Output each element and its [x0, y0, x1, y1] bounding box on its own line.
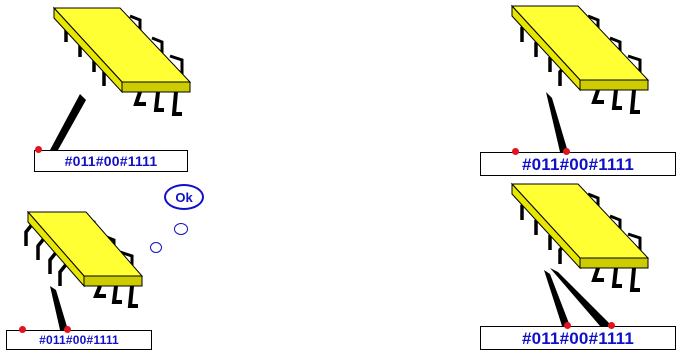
marker-dot	[564, 322, 571, 329]
label-text-bottom-right: #011#00#1111	[522, 330, 634, 347]
label-bottom-right: #011#00#1111	[480, 326, 676, 350]
marker-dot	[608, 322, 615, 329]
